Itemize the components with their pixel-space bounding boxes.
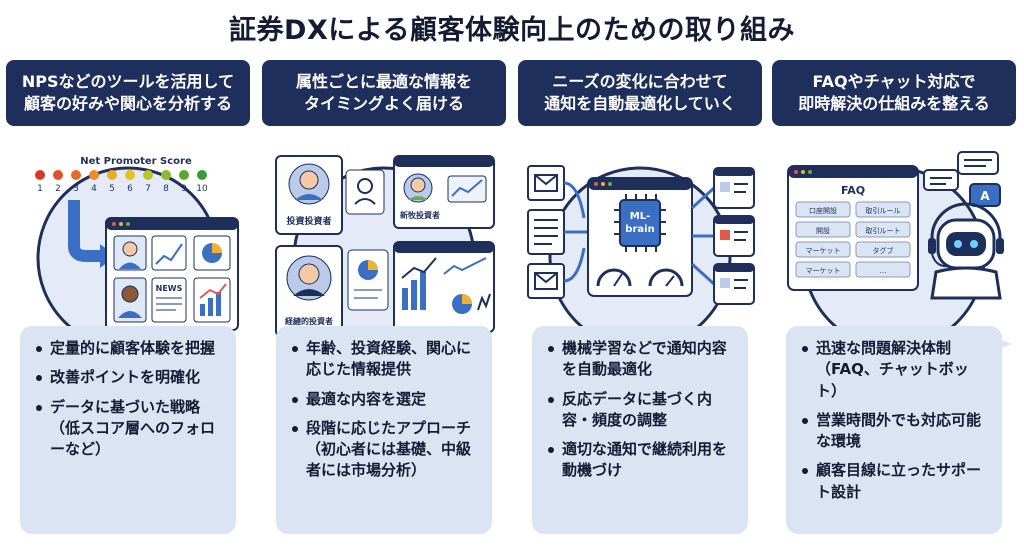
bullet-list: 機械学習などで通知内容を自動最適化 反応データに基づく内容・頻度の調整 適切な通… xyxy=(532,326,748,534)
person-icon xyxy=(410,177,426,193)
person-icon xyxy=(121,285,139,303)
header-line-2: 通知を自動最適化していく xyxy=(544,94,736,113)
scale-7: 7 xyxy=(145,184,151,194)
faq-item: … xyxy=(880,267,887,275)
faq-item: マーケット xyxy=(806,267,841,275)
column-header: NPSなどのツールを活用して 顧客の好みや関心を分析する xyxy=(6,60,250,126)
person-icon xyxy=(298,263,320,285)
bullet-item: 反応データに基づく内容・頻度の調整 xyxy=(546,389,736,432)
bullet-item: 適切な通知で継続利用を動機づけ xyxy=(546,439,736,482)
header-line-1: FAQやチャット対応で xyxy=(812,72,976,92)
nps-scale: 1 2 3 4 5 6 7 8 9 10 xyxy=(35,170,208,194)
chat-bubble-icon xyxy=(923,169,959,191)
faq-title: FAQ xyxy=(841,184,865,197)
scale-9: 9 xyxy=(181,184,187,194)
bullet-list: 迅速な問題解決体制（FAQ、チャットボット） 営業時間外でも対応可能な環境 顧客… xyxy=(786,326,1002,534)
faq-item: 開設 xyxy=(816,226,830,235)
persona-label-b: 新牧投資者 xyxy=(400,210,440,220)
scale-1: 1 xyxy=(37,184,43,194)
column-notification: ニーズの変化に合わせて 通知を自動最適化していく xyxy=(518,60,762,540)
bullet-item: 定量的に顧客体験を把握 xyxy=(34,338,224,359)
scale-6: 6 xyxy=(127,184,133,194)
faq-item: 口座開設 xyxy=(809,206,837,215)
persona-label-a: 投資投資者 xyxy=(286,215,331,227)
news-badge: NEWS xyxy=(156,284,183,293)
bullet-item: 年齢、投資経験、関心に応じた情報提供 xyxy=(290,338,480,381)
bullet-item: データに基づいた戦略（低スコア層へのフォローなど） xyxy=(34,397,224,461)
scale-2: 2 xyxy=(55,184,61,194)
robot-icon xyxy=(928,202,1004,300)
scale-10: 10 xyxy=(196,184,208,194)
bullet-item: 営業時間外でも対応可能な環境 xyxy=(800,410,990,453)
person-icon xyxy=(122,241,138,257)
page-title: 証券DXによる顧客体験向上のための取り組み xyxy=(229,15,795,46)
column-faq: FAQやチャット対応で 即時解決の仕組みを整える FAQ 口座開設 取引ルール … xyxy=(772,60,1016,540)
ml-illustration: ML- brain xyxy=(518,138,762,368)
bullet-item: 顧客目線に立ったサポート設計 xyxy=(800,460,990,503)
envelope-icon xyxy=(534,272,558,290)
column-nps: NPSなどのツールを活用して 顧客の好みや関心を分析する Net Promote… xyxy=(6,60,250,540)
scale-4: 4 xyxy=(91,184,97,194)
column-segmentation: 属性ごとに最適な情報を タイミングよく届ける 投資投資者 新牧投資者 xyxy=(262,60,506,540)
column-header: 属性ごとに最適な情報を タイミングよく届ける xyxy=(262,60,506,126)
gauge-icon xyxy=(648,268,684,287)
chat-bubble-icon xyxy=(969,183,1001,207)
chart-icon xyxy=(443,257,487,275)
scale-8: 8 xyxy=(163,184,169,194)
column-header: FAQやチャット対応で 即時解決の仕組みを整える xyxy=(772,60,1016,126)
faq-item: 取引ルート xyxy=(866,226,901,235)
faq-item: 取引ルール xyxy=(866,206,901,215)
header-line-1: ニーズの変化に合わせて xyxy=(552,72,728,92)
nps-caption: Net Promoter Score xyxy=(80,156,192,167)
chip-label-1: ML- xyxy=(630,211,650,222)
bullet-item: 迅速な問題解決体制（FAQ、チャットボット） xyxy=(800,338,990,402)
scale-5: 5 xyxy=(109,184,115,194)
bullet-item: 段階に応じたアプローチ（初心者には基礎、中級者には市場分析） xyxy=(290,418,480,482)
chip-label-2: brain xyxy=(625,224,654,235)
header-line-2: 顧客の好みや関心を分析する xyxy=(23,94,232,113)
bullet-list: 定量的に顧客体験を把握 改善ポイントを明確化 データに基づいた戦略（低スコア層へ… xyxy=(20,326,236,534)
bullet-item: 機械学習などで通知内容を自動最適化 xyxy=(546,338,736,381)
header-line-2: タイミングよく届ける xyxy=(303,94,464,113)
chip-icon xyxy=(614,194,666,252)
persona-label-c: 経縺的投資者 xyxy=(285,316,333,326)
scale-3: 3 xyxy=(73,184,79,194)
arrow-icon xyxy=(68,200,102,262)
person-icon xyxy=(299,170,319,190)
chat-bubble-icon xyxy=(957,151,999,175)
bullet-item: 改善ポイントを明確化 xyxy=(34,367,224,388)
answer-bubble-letter: A xyxy=(980,189,990,203)
faq-item: マーケット xyxy=(806,247,841,255)
chart-icon xyxy=(451,179,483,197)
header-line-1: 属性ごとに最適な情報を xyxy=(295,72,472,92)
faq-illustration: FAQ 口座開設 取引ルール 開設 取引ルート マーケット タグブ マーケット … xyxy=(772,138,1016,368)
faq-item: タグブ xyxy=(873,246,894,255)
header-line-1: NPSなどのツールを活用して xyxy=(21,72,235,92)
column-header: ニーズの変化に合わせて 通知を自動最適化していく xyxy=(518,60,762,126)
chart-icon xyxy=(155,243,183,265)
bullet-item: 最適な内容を選定 xyxy=(290,389,480,410)
header-line-2: 即時解決の仕組みを整える xyxy=(798,94,990,113)
envelope-icon xyxy=(534,174,558,192)
gauge-icon xyxy=(596,268,632,287)
nps-illustration: Net Promoter Score 1 2 3 4 5 6 7 8 xyxy=(6,138,250,368)
person-icon xyxy=(357,178,373,194)
document-icon xyxy=(527,209,565,255)
bullet-list: 年齢、投資経験、関心に応じた情報提供 最適な内容を選定 段階に応じたアプローチ（… xyxy=(276,326,492,534)
